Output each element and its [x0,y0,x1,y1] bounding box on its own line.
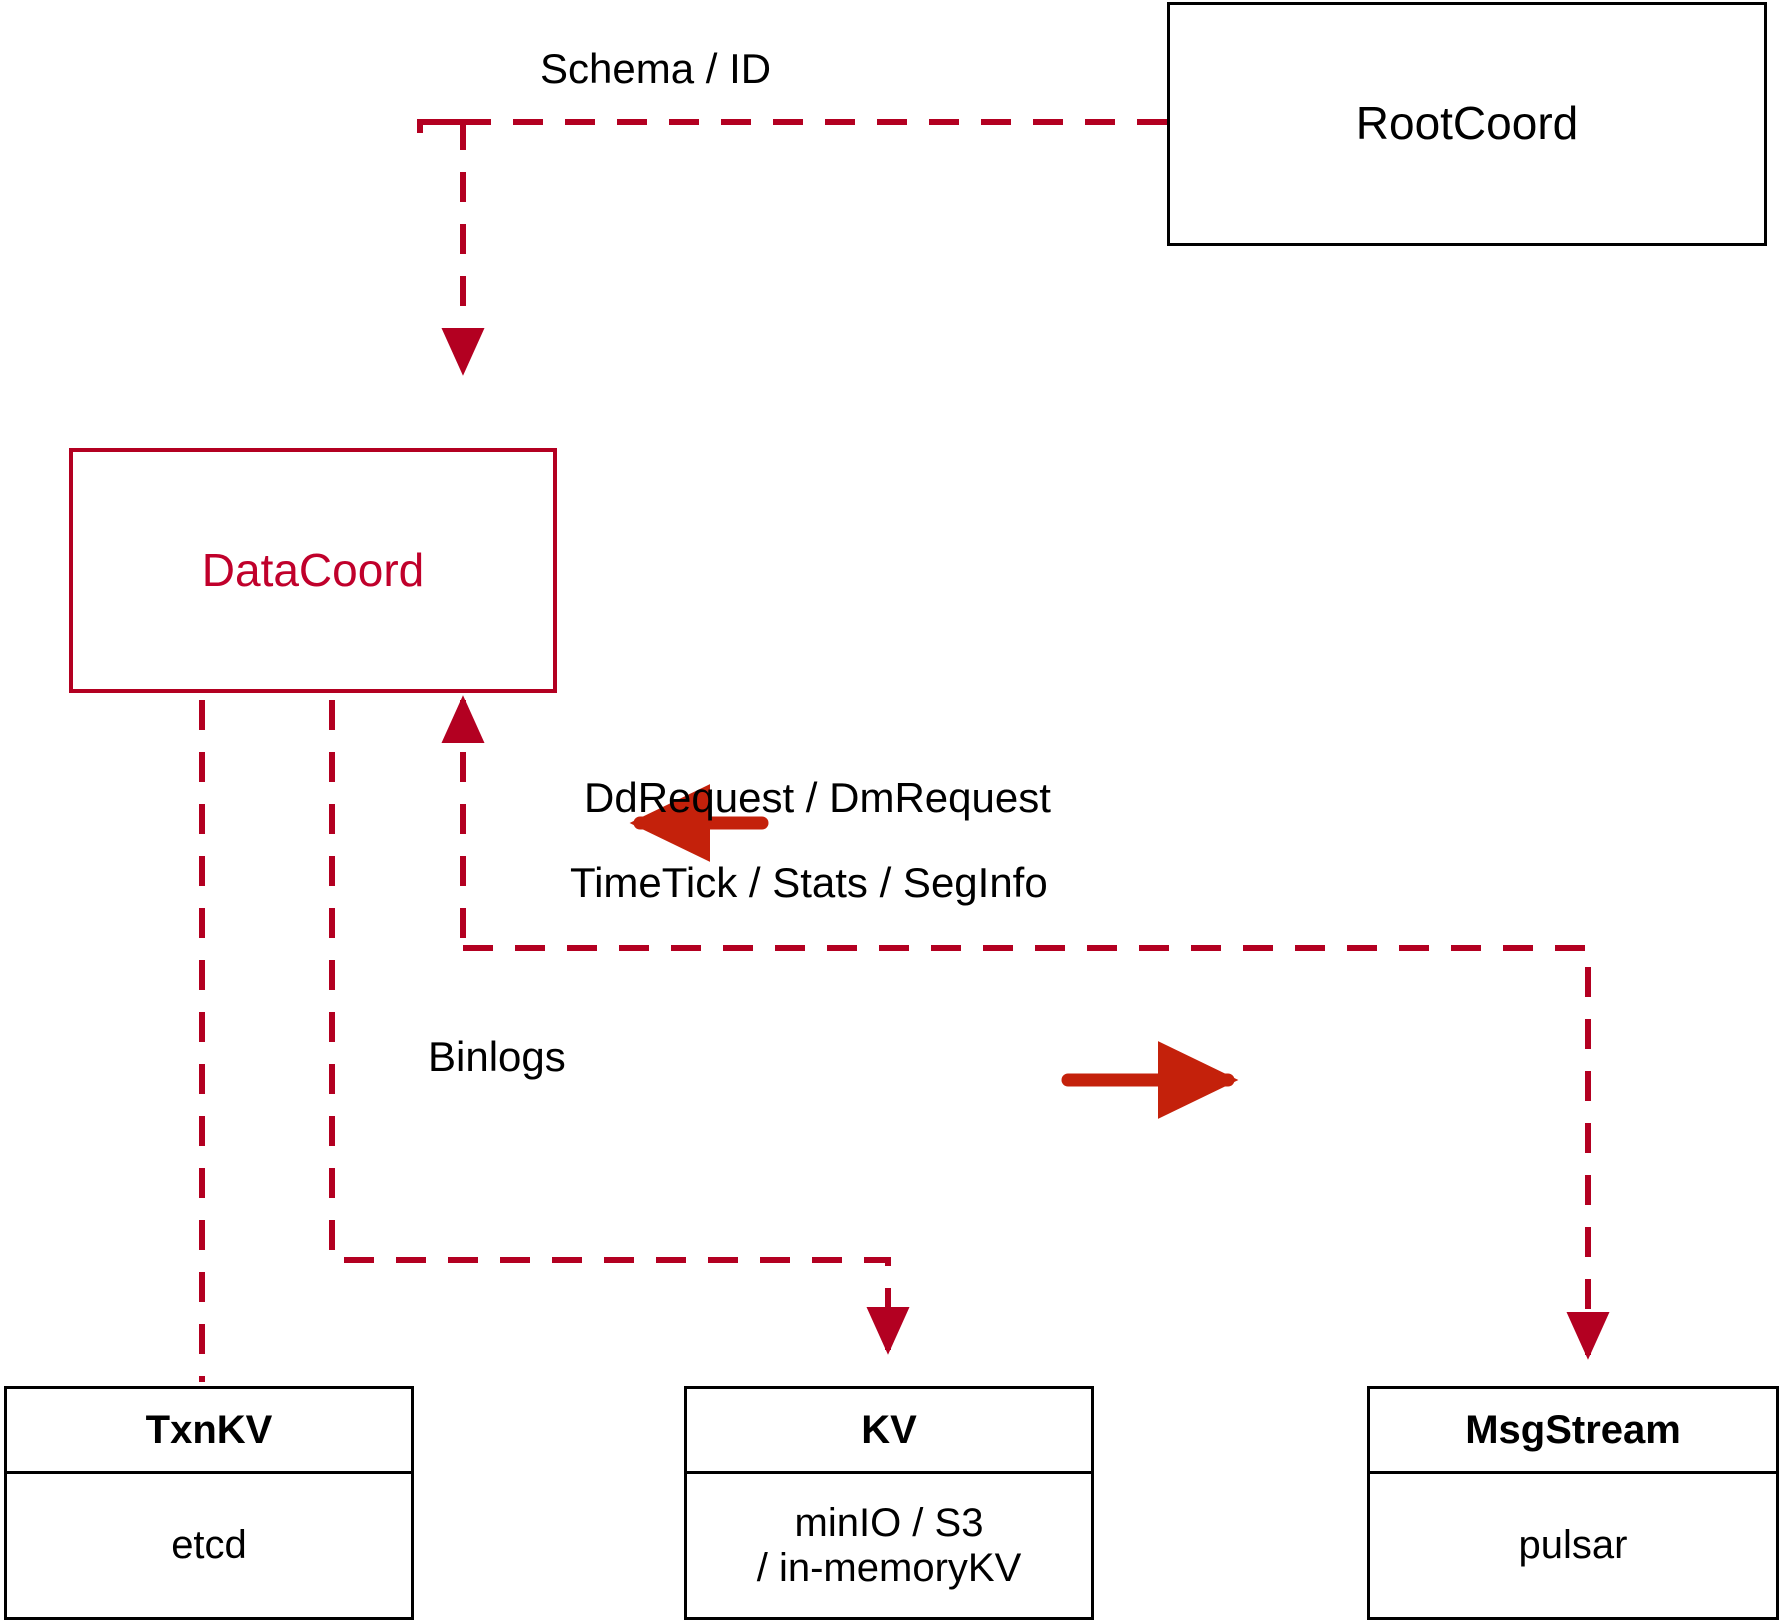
node-kv-header: KV [687,1389,1091,1474]
node-msgstream-title: MsgStream [1465,1407,1681,1452]
node-datacoord[interactable]: DataCoord [69,448,557,693]
node-msgstream-body: pulsar [1370,1474,1776,1617]
edge-label-ddrequest-dmrequest: DdRequest / DmRequest [584,774,1051,821]
node-msgstream[interactable]: MsgStream pulsar [1367,1386,1779,1620]
node-rootcoord-label: RootCoord [1355,97,1579,150]
node-kv-body: minIO / S3 / in-memoryKV [687,1474,1091,1617]
node-msgstream-header: MsgStream [1370,1389,1776,1474]
node-rootcoord[interactable]: RootCoord [1167,2,1767,246]
node-txnkv-title: TxnKV [145,1407,273,1452]
node-kv-title: KV [861,1407,917,1452]
node-txnkv-body-line-1: etcd [171,1523,247,1568]
node-txnkv[interactable]: TxnKV etcd [4,1386,414,1620]
node-kv-body-line-1: minIO / S3 [794,1500,984,1545]
node-datacoord-label: DataCoord [201,543,425,596]
edge-label-schema-id: Schema / ID [540,45,772,92]
node-kv-body-line-2: / in-memoryKV [756,1545,1022,1590]
edge-label-binlogs: Binlogs [428,1033,566,1080]
edge-schema-id [417,119,1167,376]
node-txnkv-body: etcd [7,1474,411,1617]
node-txnkv-header: TxnKV [7,1389,411,1474]
node-msgstream-body-line-1: pulsar [1518,1523,1628,1568]
edge-label-timetick-stats-seginfo: TimeTick / Stats / SegInfo [570,859,1048,906]
node-kv[interactable]: KV minIO / S3 / in-memoryKV [684,1386,1094,1620]
